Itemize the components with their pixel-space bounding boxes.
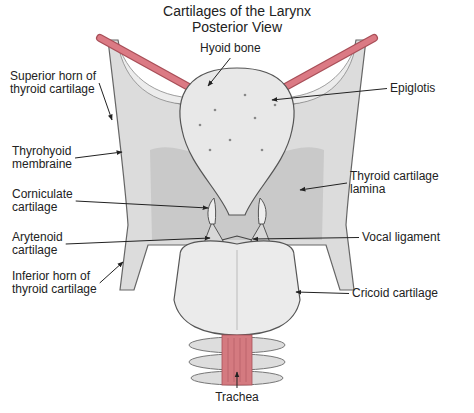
leader-line (236, 372, 237, 388)
leader-line (100, 262, 123, 283)
vocal-ligament (222, 236, 252, 240)
part-label: Epiglotis (390, 82, 435, 95)
part-label: Vocal ligament (362, 231, 440, 244)
part-label: Cricoid cartilage (352, 287, 438, 300)
corniculate-cartilage (208, 198, 216, 224)
part-label: Thyrohyoid membraine (12, 145, 94, 171)
leader-line (66, 238, 210, 244)
part-label: Inferior horn of thyroid cartilage (12, 270, 127, 296)
leader-line (300, 183, 347, 190)
leader-line (296, 292, 349, 294)
leader-line (76, 201, 208, 208)
epiglottis (180, 68, 294, 215)
leader-line (272, 89, 387, 101)
epiglottis-pits (199, 94, 277, 152)
part-label: Corniculate cartilage (12, 188, 90, 214)
leader-line (75, 152, 122, 158)
part-label: Hyoid bone (200, 42, 261, 55)
leader-line (99, 83, 112, 120)
corniculate-cartilage (258, 198, 266, 224)
leader-line (208, 58, 230, 86)
cricoid-cartilage (174, 241, 300, 335)
part-label: Trachea (215, 391, 259, 404)
diagram-title: Cartilages of the Larynx Posterior View (147, 3, 327, 35)
part-label: Thyroid cartilage lamina (350, 170, 465, 196)
part-label: Arytenoid cartilage (12, 231, 84, 257)
cricoid-ridge (237, 250, 238, 330)
part-label: Superior horn of thyroid cartilage (10, 70, 125, 96)
leader-line (253, 238, 359, 240)
